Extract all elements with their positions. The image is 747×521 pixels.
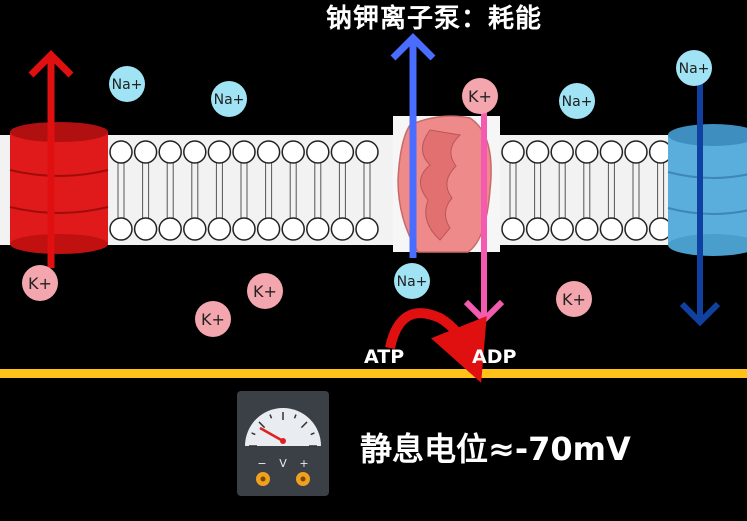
sodium-channel — [667, 124, 747, 256]
voltmeter-minus: − — [257, 457, 266, 470]
voltmeter-plus: + — [299, 457, 308, 470]
potassium-ion-label: K+ — [253, 282, 277, 301]
sodium-ion: Na+ — [559, 83, 595, 119]
potassium-ion-label: K+ — [28, 274, 52, 293]
potassium-ion-label: K+ — [468, 87, 492, 106]
atp-label: ATP — [364, 346, 405, 368]
potassium-ion: K+ — [462, 78, 498, 114]
sodium-pump-out-arrow — [390, 33, 436, 258]
voltmeter-unit: V — [279, 457, 287, 470]
potassium-ion: K+ — [22, 265, 58, 301]
potassium-efflux-arrow — [28, 50, 74, 268]
atp-to-adp-arrow — [385, 308, 487, 383]
potassium-ion: K+ — [195, 301, 231, 337]
phospholipid-bilayer — [109, 140, 673, 241]
voltmeter-needle — [259, 426, 284, 443]
diagram-title: 钠钾离子泵：耗能 — [326, 4, 543, 34]
adp-label: ADP — [472, 346, 517, 368]
voltmeter-icon: − V + — [237, 391, 329, 496]
sodium-ion-label: Na+ — [112, 77, 143, 93]
sodium-ion-label: Na+ — [562, 94, 593, 110]
baseline-line — [0, 369, 747, 378]
sodium-ion: Na+ — [394, 263, 430, 299]
sodium-ion: Na+ — [211, 81, 247, 117]
sodium-ion: Na+ — [676, 50, 712, 86]
resting-potential-label: 静息电位≈-70mV — [360, 430, 631, 468]
sodium-ion-label: Na+ — [214, 92, 245, 108]
potassium-ion-label: K+ — [201, 310, 225, 329]
sodium-ion-label: Na+ — [679, 61, 710, 77]
sodium-ion: Na+ — [109, 66, 145, 102]
potassium-ion-label: K+ — [562, 290, 586, 309]
potassium-ion: K+ — [247, 273, 283, 309]
sodium-influx-arrow — [679, 80, 721, 327]
sodium-ion-label: Na+ — [397, 274, 428, 290]
potassium-channel — [9, 122, 109, 254]
potassium-ion: K+ — [556, 281, 592, 317]
